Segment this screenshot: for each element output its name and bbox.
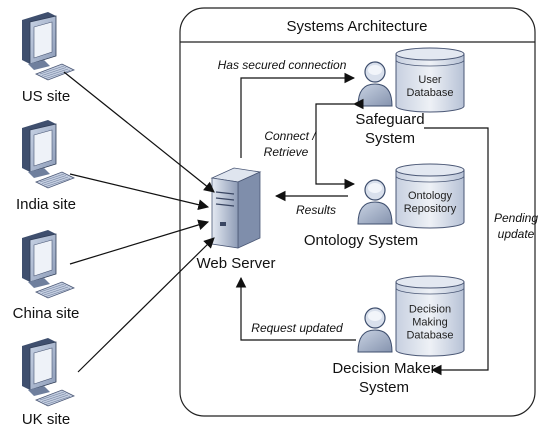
site-india-label: India site xyxy=(16,196,76,213)
edge-india-to-server xyxy=(69,173,210,210)
edge-uk-to-server xyxy=(77,237,215,373)
diagram-title: Systems Architecture xyxy=(287,18,428,35)
site-uk-computer-icon xyxy=(22,338,75,407)
edge-label-connect: Connect / xyxy=(264,129,317,143)
safeguard-database-label: User xyxy=(418,74,442,86)
safeguard-database-label: Database xyxy=(406,87,453,99)
decision-maker-system-label-line2: System xyxy=(359,379,409,396)
safeguard-user-icon xyxy=(357,61,393,107)
decision-maker-database-icon xyxy=(395,275,465,357)
site-uk-label: UK site xyxy=(22,411,70,428)
edge-label-results: Results xyxy=(296,203,336,217)
decision-maker-database-label: Making xyxy=(412,317,447,329)
edge-label-pending: Pending xyxy=(494,211,538,225)
web-server-icon xyxy=(210,167,262,249)
edge-request-updated xyxy=(235,276,356,341)
ontology-user-icon xyxy=(357,179,393,225)
ontology-database-label: Repository xyxy=(404,203,457,215)
edge-label-secured: Has secured connection xyxy=(218,58,347,72)
ontology-database-label: Ontology xyxy=(408,190,453,202)
edge-us-to-server xyxy=(63,71,215,193)
edge-label-update: update xyxy=(498,227,535,241)
ontology-system-label: Ontology System xyxy=(304,232,418,249)
edge-pending-update xyxy=(424,127,489,376)
edge-connect-retrieve xyxy=(315,98,364,190)
edge-label-request: Request updated xyxy=(251,321,343,335)
decision-maker-system-label: Decision Maker xyxy=(332,360,435,377)
web-server-label: Web Server xyxy=(197,255,276,272)
site-china-computer-icon xyxy=(22,230,75,299)
safeguard-system-label-line2: System xyxy=(365,130,415,147)
site-india-computer-icon xyxy=(22,120,75,189)
ontology-database-icon xyxy=(395,163,465,229)
safeguard-database-icon xyxy=(395,47,465,113)
edge-china-to-server xyxy=(69,219,210,265)
site-china-label: China site xyxy=(13,305,80,322)
edge-label-retrieve: Retrieve xyxy=(264,145,309,159)
decision-maker-database-label: Decision xyxy=(409,304,451,316)
safeguard-system-label: Safeguard xyxy=(355,111,424,128)
systems-group: UserDatabaseSafeguardSystemOntologyRepos… xyxy=(304,47,465,396)
decision-maker-database-label: Database xyxy=(406,330,453,342)
site-us-label: US site xyxy=(22,88,70,105)
site-us-computer-icon xyxy=(22,12,75,81)
decision-maker-user-icon xyxy=(357,307,393,353)
edge-secured-connection xyxy=(240,72,356,158)
